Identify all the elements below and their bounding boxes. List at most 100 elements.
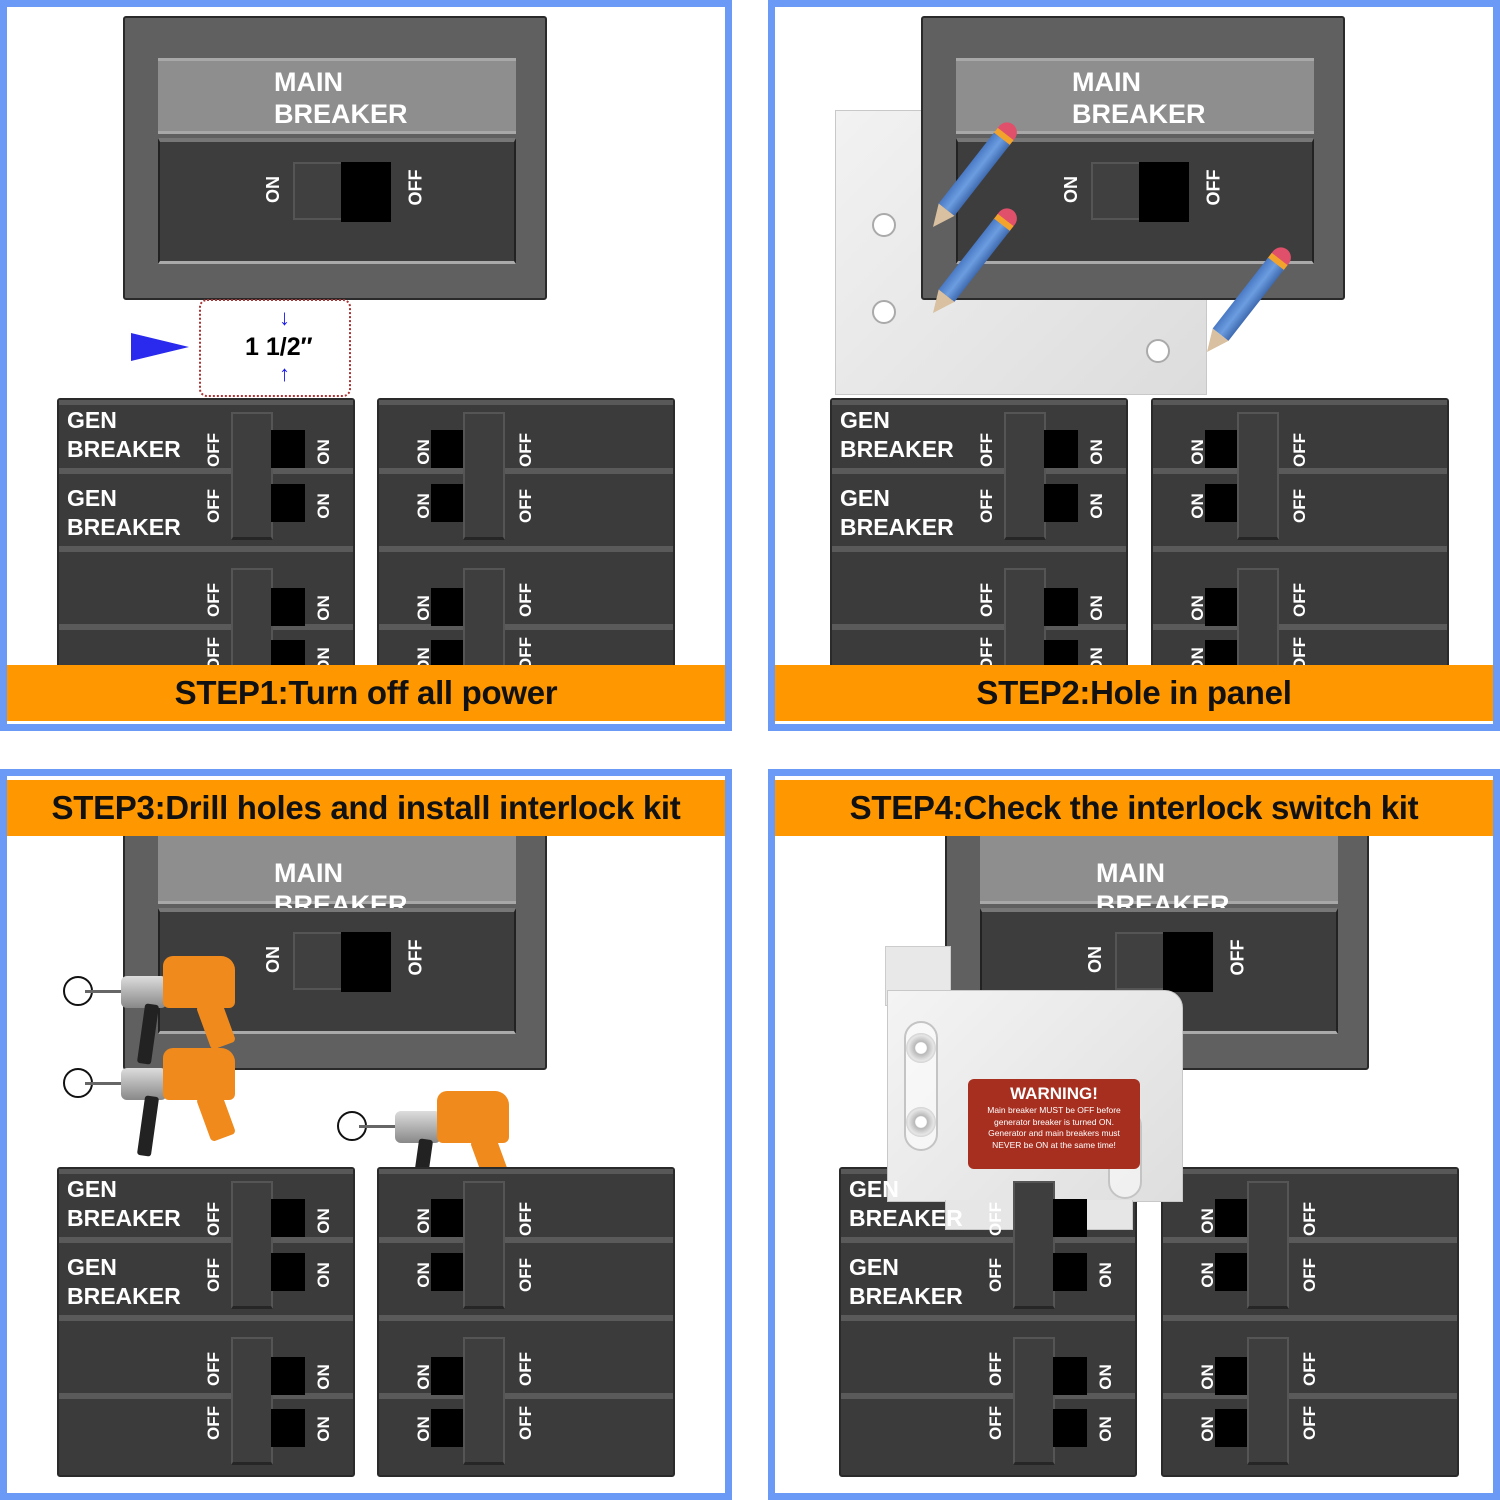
front: WARNING! Main breaker MUST be OFF before… — [887, 990, 1183, 1202]
step4-banner: STEP4:Check the interlock switch kit — [775, 780, 1493, 836]
main-toggle — [293, 162, 345, 220]
off-label: OFF — [405, 169, 426, 206]
row — [59, 1247, 353, 1321]
off-label: OFF — [204, 1202, 223, 1236]
off-label: OFF — [204, 489, 223, 523]
on-label: ON — [1086, 595, 1106, 621]
on-label: ON — [413, 595, 433, 621]
on-label: ON — [1197, 1208, 1217, 1234]
gen-label-2: BREAKER — [67, 1283, 181, 1309]
win — [271, 430, 305, 468]
on-label: ON — [1197, 1262, 1217, 1288]
row — [379, 478, 673, 552]
row — [59, 1169, 353, 1243]
chuck — [121, 1068, 167, 1100]
main-label-line2: BREAKER — [274, 99, 408, 129]
warning-text: generator breaker is turned ON. — [993, 1116, 1114, 1127]
row — [832, 556, 1126, 630]
on-label: ON — [1187, 595, 1207, 621]
mark-hole — [872, 300, 896, 324]
off-label: OFF — [1300, 1406, 1319, 1440]
row — [59, 478, 353, 552]
off-label: OFF — [204, 1406, 223, 1440]
main-switch-area: ON OFF — [158, 138, 516, 264]
row — [59, 1325, 353, 1399]
on-label: ON — [1095, 1364, 1115, 1390]
row — [1163, 1169, 1457, 1243]
gen-label: GEN — [840, 407, 890, 433]
handle — [1004, 412, 1046, 540]
main-toggle-off-side — [341, 162, 391, 222]
off-label: OFF — [977, 489, 996, 523]
win — [1215, 1253, 1249, 1291]
off-label: OFF — [977, 583, 996, 617]
gen-label-2: BREAKER — [840, 514, 954, 540]
on-label: ON — [413, 493, 433, 519]
step4-panel: STEP4:Check the interlock switch kit MAI… — [768, 769, 1500, 1500]
gen-label-2: BREAKER — [67, 436, 181, 462]
bolt-icon — [906, 1033, 936, 1063]
win — [1053, 1253, 1087, 1291]
gen-label-2: BREAKER — [67, 514, 181, 540]
mark-hole — [1146, 339, 1170, 363]
win — [1215, 1199, 1249, 1237]
on-label: ON — [1187, 439, 1207, 465]
on-label: ON — [413, 439, 433, 465]
row — [1153, 556, 1447, 630]
row — [379, 1169, 673, 1243]
on-label: ON — [313, 439, 333, 465]
off-label: OFF — [1300, 1352, 1319, 1386]
off-label: OFF — [516, 1202, 535, 1236]
warning-text: Generator and main breakers must — [988, 1128, 1120, 1138]
gen-label: GEN — [849, 1254, 899, 1280]
off-label: OFF — [516, 433, 535, 467]
off-label: OFF — [986, 1352, 1005, 1386]
toggle-r — [1163, 932, 1213, 992]
warning-title: WARNING! — [1010, 1084, 1098, 1103]
win — [1053, 1409, 1087, 1447]
main-label-line1: MAIN — [1096, 858, 1165, 888]
main-label-line1: MAIN — [1072, 67, 1141, 97]
win — [1053, 1357, 1087, 1395]
bodyd — [163, 1048, 235, 1100]
on-label: ON — [413, 1262, 433, 1288]
on-label: ON — [1061, 176, 1081, 203]
handle — [231, 1337, 273, 1465]
bit — [359, 1125, 399, 1128]
row — [379, 400, 673, 474]
win — [1215, 1409, 1249, 1447]
warning-text: Main breaker MUST be OFF before — [987, 1105, 1121, 1115]
win — [431, 588, 465, 626]
on-label: ON — [413, 1208, 433, 1234]
step2-banner: STEP2:Hole in panel — [775, 665, 1493, 721]
off-label: OFF — [204, 583, 223, 617]
off-label: OFF — [405, 939, 426, 976]
row — [1163, 1325, 1457, 1399]
row — [59, 400, 353, 474]
on-label: ON — [1086, 493, 1106, 519]
handle — [1237, 412, 1279, 540]
arrow-up-icon: ↑ — [279, 361, 290, 386]
off-label: OFF — [977, 433, 996, 467]
on-label: ON — [313, 1416, 333, 1442]
drill-icon — [63, 946, 253, 1065]
row — [841, 1325, 1135, 1399]
win — [271, 1253, 305, 1291]
toggle-r — [1139, 162, 1189, 222]
chuck — [395, 1111, 441, 1143]
handle — [231, 1181, 273, 1309]
bodyd — [437, 1091, 509, 1143]
gen-label-2: BREAKER — [849, 1283, 963, 1309]
main-label-line1: MAIN — [274, 67, 343, 97]
toggle-r — [341, 932, 391, 992]
win — [431, 1199, 465, 1237]
